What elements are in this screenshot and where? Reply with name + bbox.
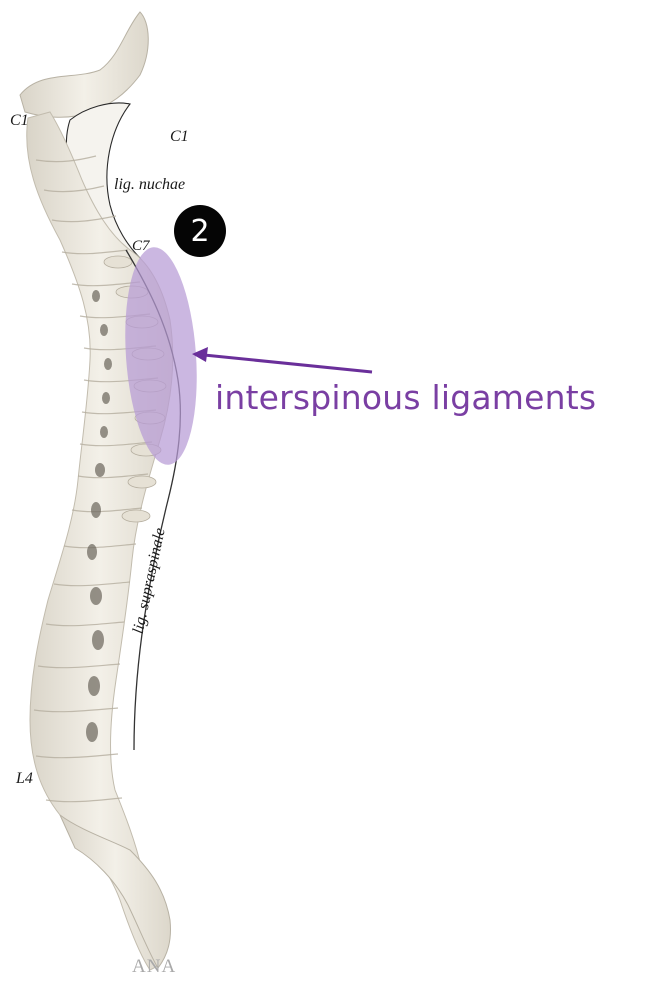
sacrum bbox=[59, 814, 171, 969]
watermark: ANA bbox=[132, 956, 177, 977]
interspinous-highlight bbox=[125, 247, 197, 465]
occipital-bone bbox=[19, 11, 149, 118]
label-c1-right: C1 bbox=[170, 128, 189, 145]
callout-interspinous-ligaments: interspinous ligaments bbox=[215, 378, 597, 417]
callout-arrow bbox=[192, 347, 373, 374]
label-l4: L4 bbox=[16, 770, 33, 787]
label-c1-left: C1 bbox=[10, 112, 29, 129]
label-lig-nuchae: lig. nuchae bbox=[114, 176, 186, 193]
label-c7: C7 bbox=[132, 238, 150, 254]
step-number-badge: 2 bbox=[174, 205, 226, 257]
